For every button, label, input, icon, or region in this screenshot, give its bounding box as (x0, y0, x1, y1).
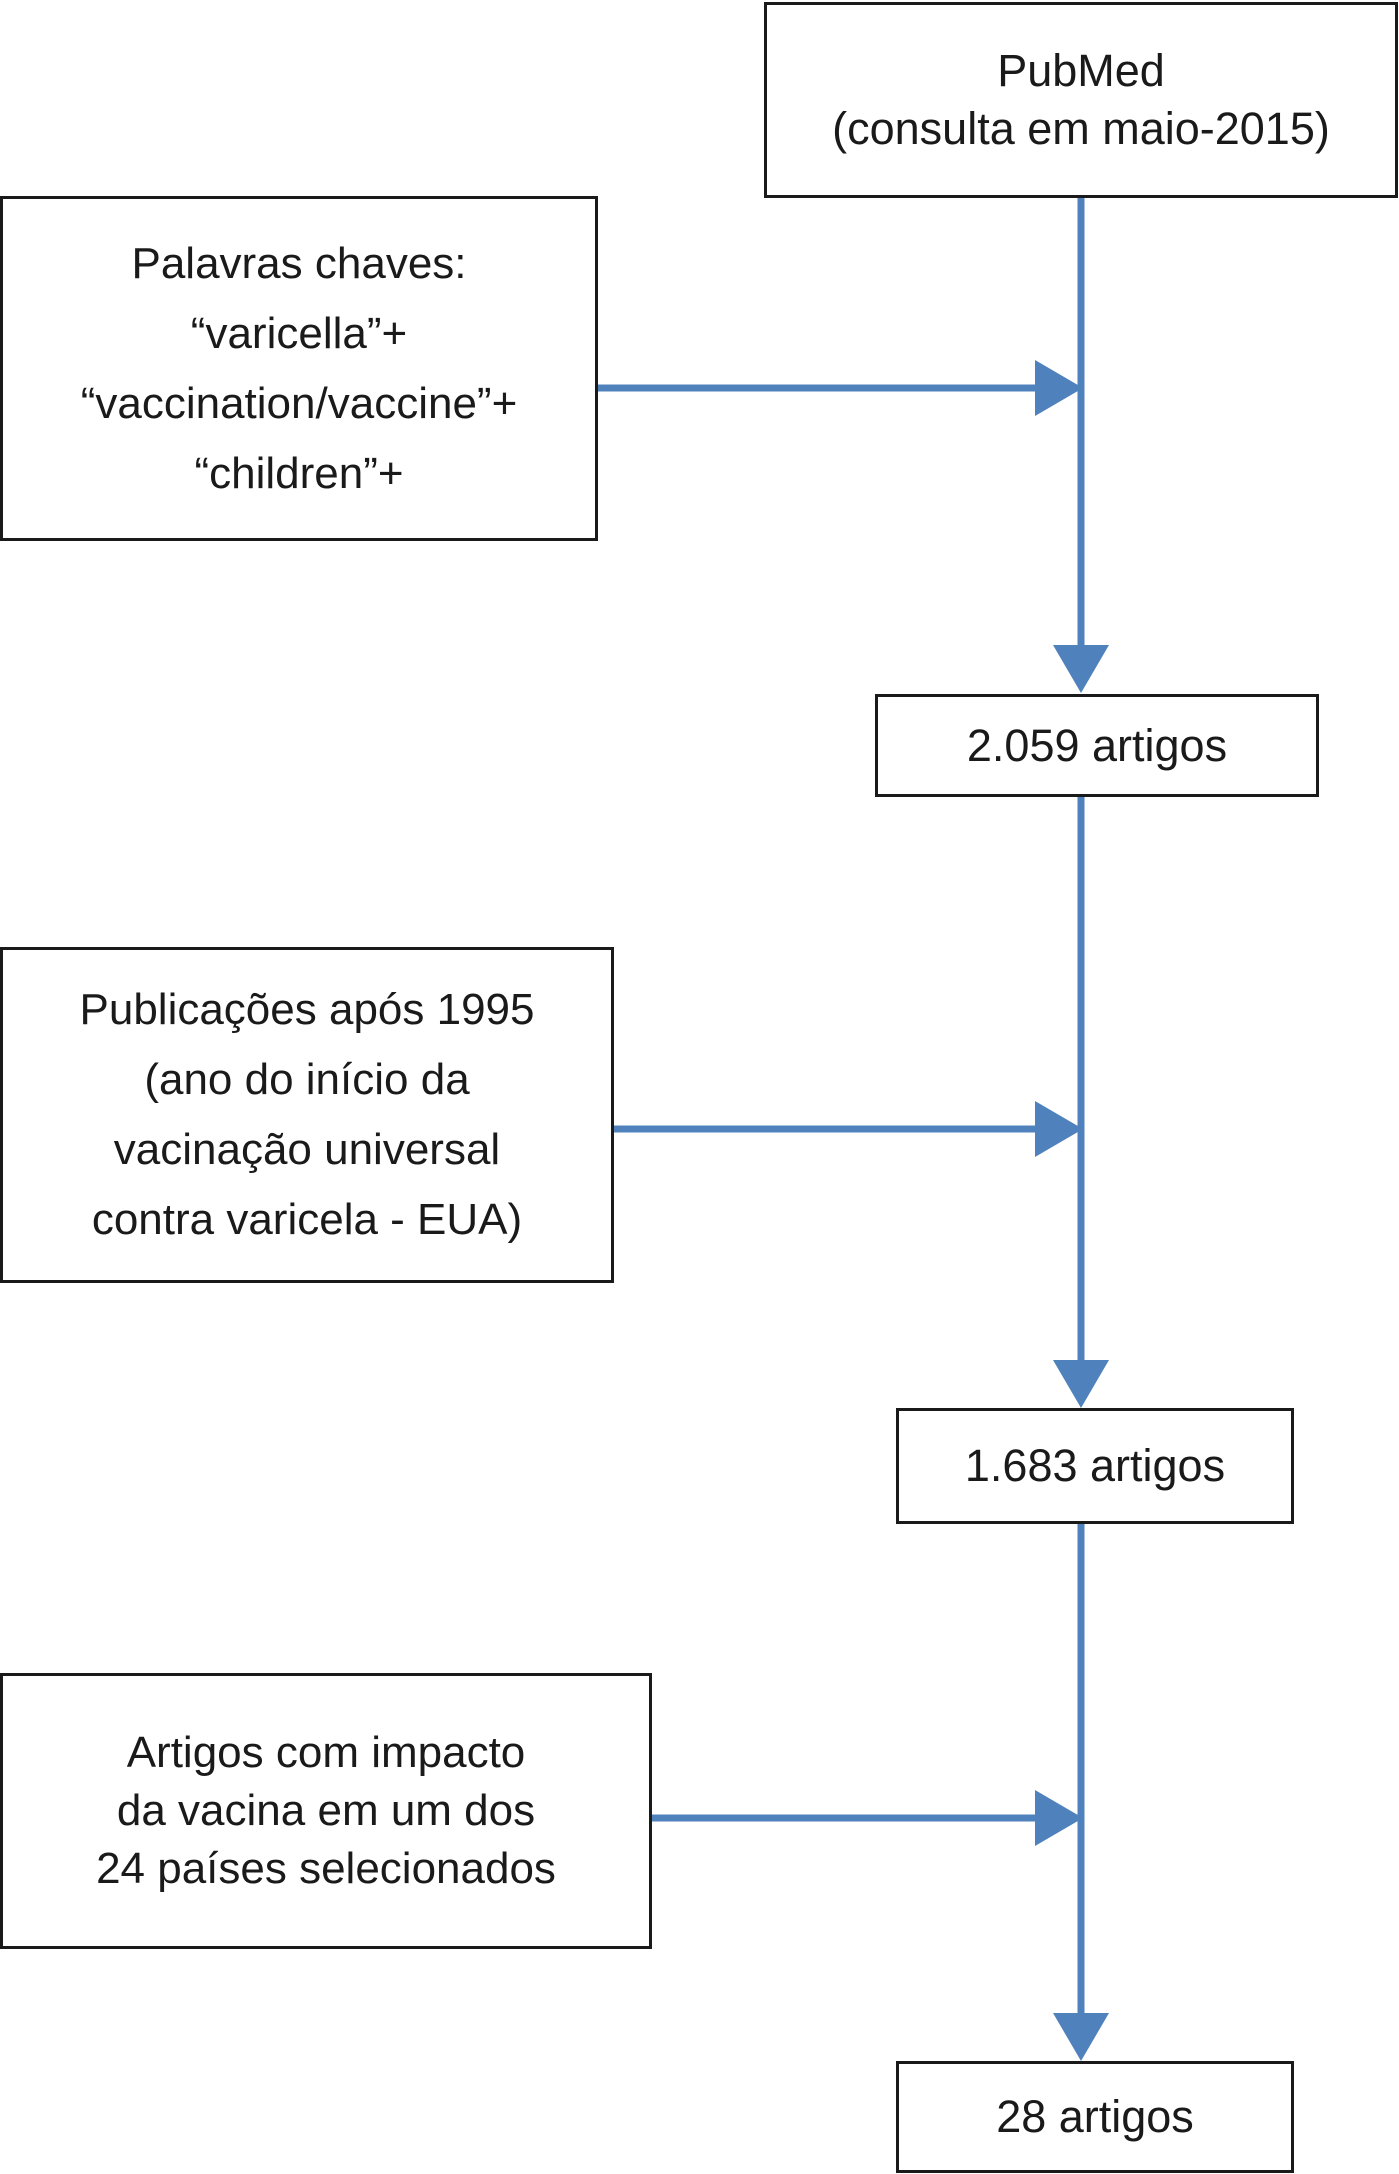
arrowhead-right-filter-impact (1035, 1790, 1083, 1846)
arrowhead-down-28 (1053, 2013, 1109, 2061)
node-result-2059-label: 2.059 artigos (966, 719, 1228, 771)
node-filter-year-line-2: (ano do início da (144, 1055, 470, 1104)
node-keywords-line-1: Palavras chaves: (131, 238, 467, 288)
arrowhead-down-2059 (1053, 645, 1109, 693)
node-filter-impact-line-3: 24 países selecionados (96, 1844, 556, 1893)
node-result-1683: 1.683 artigos (896, 1408, 1294, 1524)
node-filter-impact-line-1: Artigos com impacto (126, 1728, 526, 1777)
arrowhead-right-keywords (1035, 360, 1083, 416)
node-pubmed-line-2: (consulta em maio-2015) (832, 103, 1330, 154)
arrowhead-down-1683 (1053, 1360, 1109, 1408)
node-result-28-label: 28 artigos (996, 2091, 1194, 2142)
arrowhead-right-filter-year (1035, 1101, 1083, 1157)
node-result-2059: 2.059 artigos (875, 694, 1319, 797)
node-keywords-line-3: “vaccination/vaccine”+ (80, 378, 518, 428)
node-filter-year-line-3: vacinação universal (113, 1125, 501, 1174)
node-filter-year: Publicações após 1995 (ano do início da … (0, 947, 614, 1283)
node-keywords: Palavras chaves: “varicella”+ “vaccinati… (0, 196, 598, 541)
node-keywords-line-2: “varicella”+ (190, 308, 408, 358)
node-pubmed-line-1: PubMed (997, 45, 1165, 96)
node-keywords-line-4: “children”+ (194, 448, 404, 498)
node-filter-year-line-1: Publicações após 1995 (79, 985, 535, 1034)
node-filter-impact-line-2: da vacina em um dos (116, 1786, 536, 1835)
node-filter-impact: Artigos com impacto da vacina em um dos … (0, 1673, 652, 1949)
node-result-1683-label: 1.683 artigos (964, 1440, 1226, 1491)
node-filter-year-line-4: contra varicela - EUA) (91, 1195, 523, 1244)
node-pubmed: PubMed (consulta em maio-2015) (764, 2, 1398, 198)
node-result-28: 28 artigos (896, 2061, 1294, 2173)
